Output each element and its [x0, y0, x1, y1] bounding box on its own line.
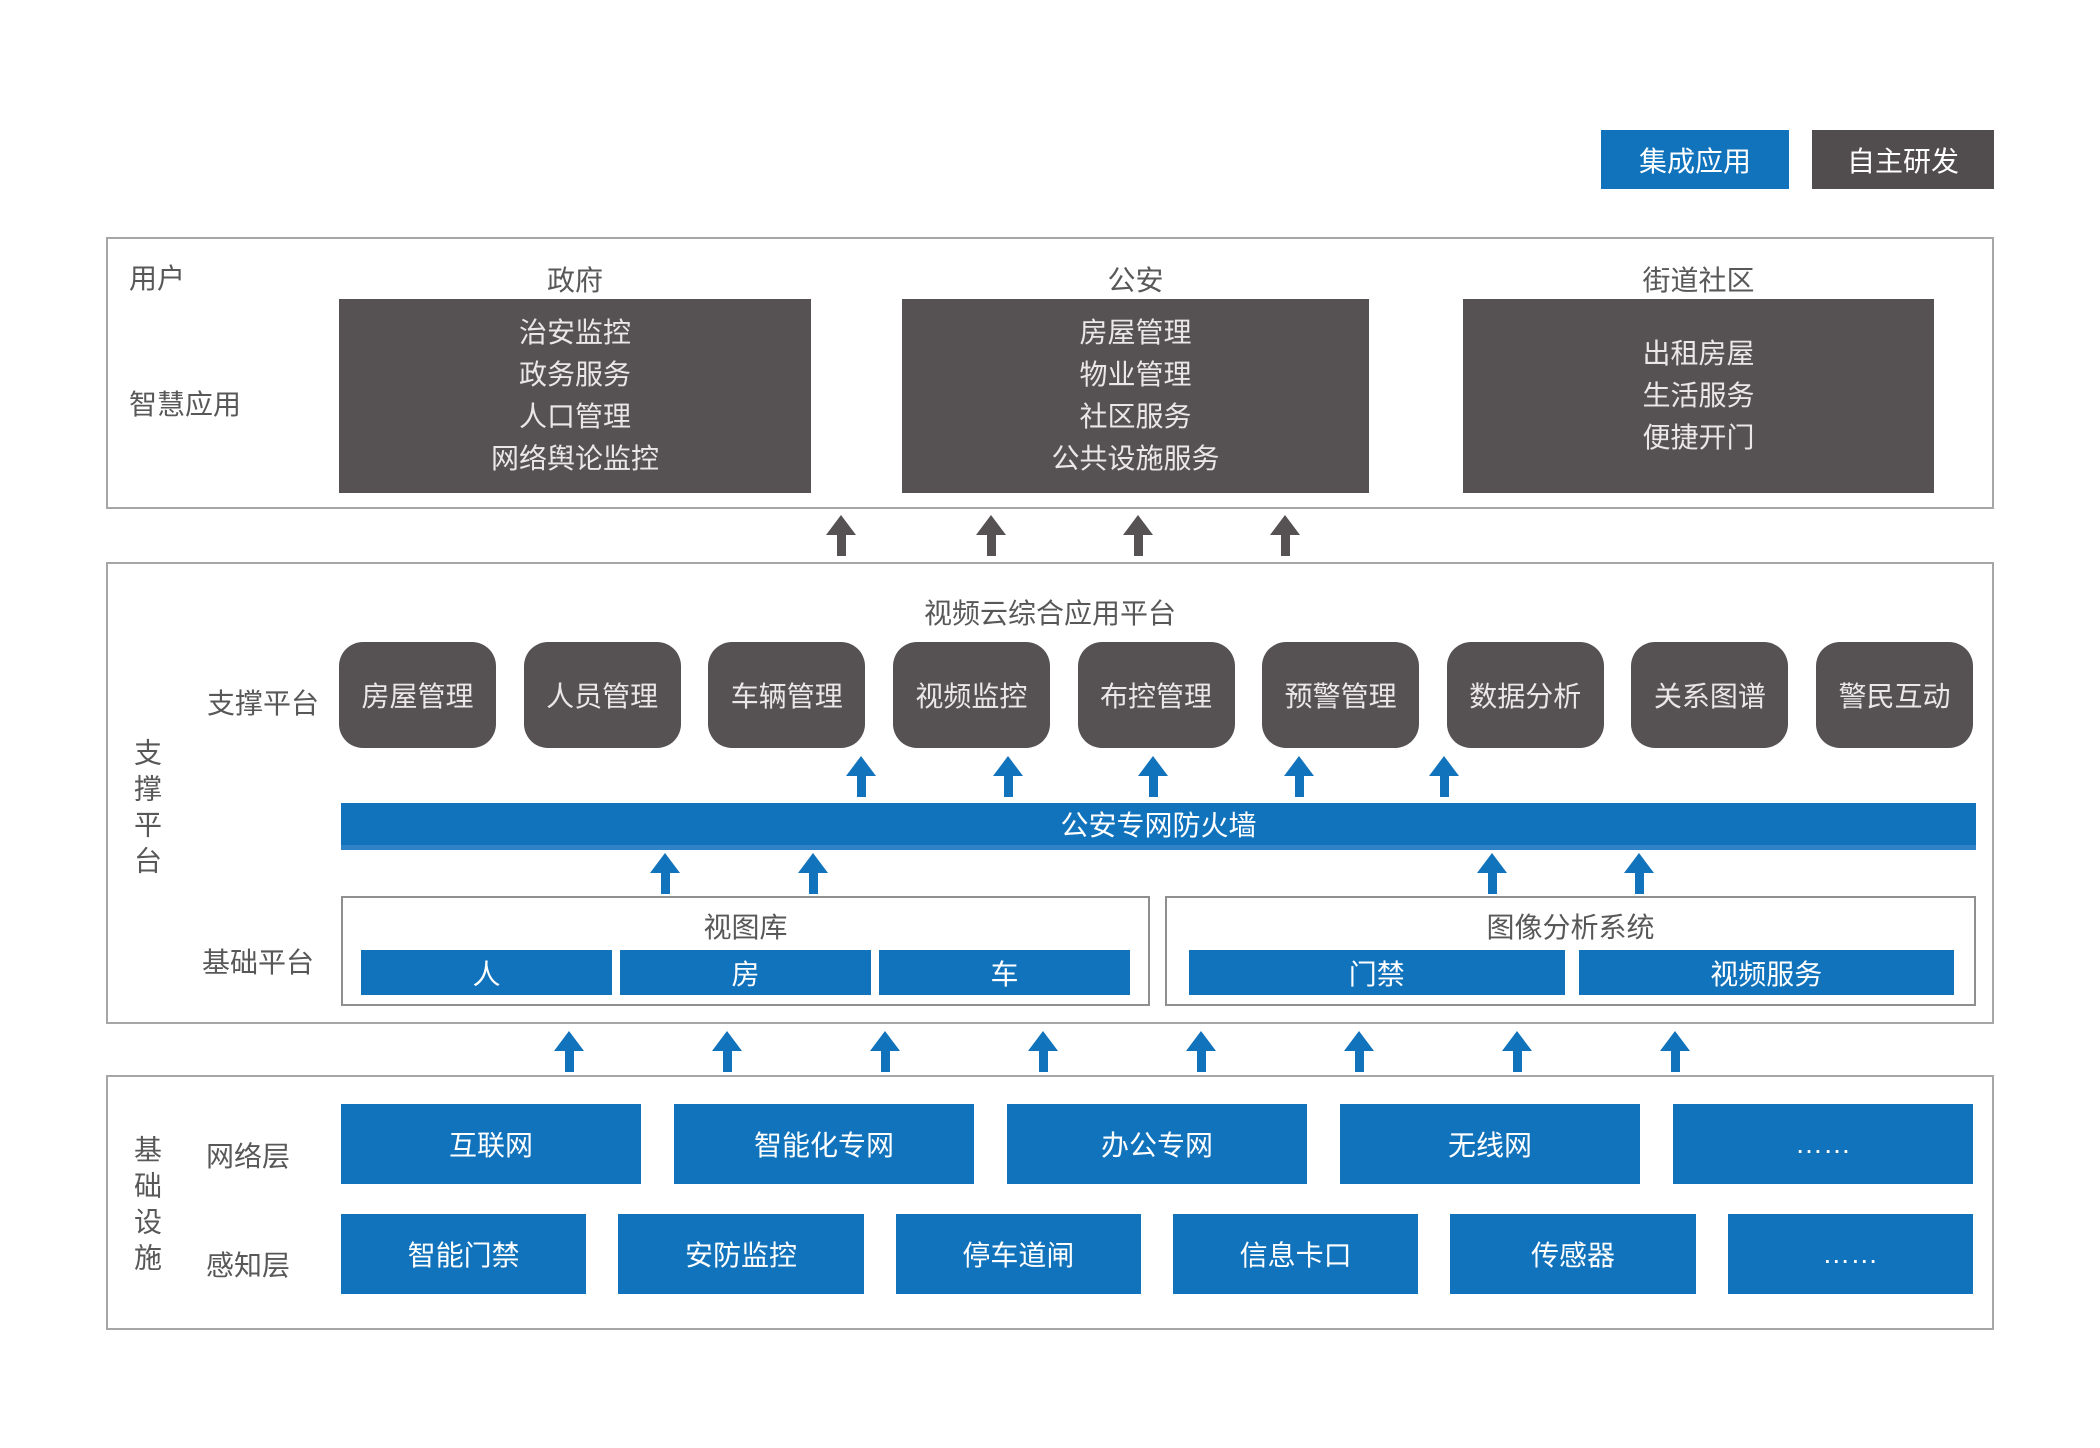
up-arrow-icon [1186, 1031, 1216, 1072]
legend-self-developed: 自主研发 [1812, 130, 1994, 189]
up-arrow-icon [1477, 853, 1507, 894]
user-row-label: 用户 [129, 263, 186, 294]
app-box-community: 出租房屋 生活服务 便捷开门 [1463, 299, 1934, 493]
network-box-ellipsis: …… [1673, 1104, 1973, 1184]
up-arrow-icon [1270, 515, 1300, 556]
infra-side-label: 基础设施 [131, 1135, 162, 1279]
view-library-cell-car: 车 [879, 950, 1130, 995]
app-line: 房屋管理 [1079, 317, 1192, 348]
up-arrow-icon [993, 756, 1023, 797]
perception-box-parking: 停车道闸 [895, 1214, 1141, 1294]
infra-section: 基础设施 网络层 互联网 智能化专网 办公专网 无线网 …… 感知层 智能门禁 … [106, 1075, 1994, 1330]
up-arrow-icon [1429, 756, 1459, 797]
module-box-analysis: 数据分析 [1446, 642, 1604, 748]
image-analysis-box: 图像分析系统 门禁 视频服务 [1165, 896, 1976, 1006]
network-box-office-net: 办公专网 [1007, 1104, 1307, 1184]
column-header-police: 公安 [1107, 265, 1164, 296]
app-line: 社区服务 [1079, 401, 1192, 432]
app-box-government: 治安监控 政务服务 人口管理 网络舆论监控 [339, 299, 811, 493]
view-library-cell-person: 人 [361, 950, 612, 995]
module-box-relation: 关系图谱 [1631, 642, 1789, 748]
up-arrow-icon [1123, 515, 1153, 556]
perception-box-ellipsis: …… [1727, 1214, 1973, 1294]
perception-box-access: 智能门禁 [341, 1214, 587, 1294]
up-arrow-icon [1624, 853, 1654, 894]
legend-integrated-app: 集成应用 [1601, 130, 1789, 189]
support-section: 视频云综合应用平台 支撑平台 支撑平台 房屋管理 人员管理 车辆管理 视频监控 … [106, 562, 1994, 1024]
app-line: 出租房屋 [1642, 338, 1755, 369]
up-arrow-icon [1660, 1031, 1690, 1072]
perception-box-sensor: 传感器 [1450, 1214, 1696, 1294]
app-line: 治安监控 [518, 317, 631, 348]
smart-apps-row-label: 智慧应用 [129, 389, 242, 420]
app-box-police: 房屋管理 物业管理 社区服务 公共设施服务 [902, 299, 1369, 493]
up-arrow-icon [870, 1031, 900, 1072]
app-line: 政务服务 [518, 359, 631, 390]
app-line: 生活服务 [1642, 380, 1755, 411]
view-library-title: 视图库 [703, 912, 788, 943]
perception-box-checkpoint: 信息卡口 [1172, 1214, 1419, 1294]
support-platform-title: 视频云综合应用平台 [923, 598, 1176, 629]
module-box-warning: 预警管理 [1262, 642, 1420, 748]
network-box-smart-net: 智能化专网 [674, 1104, 974, 1184]
module-box-vehicle: 车辆管理 [708, 642, 866, 748]
up-arrow-icon [1028, 1031, 1058, 1072]
up-arrow-icon [846, 756, 876, 797]
module-box-personnel: 人员管理 [523, 642, 681, 748]
perception-row: 智能门禁 安防监控 停车道闸 信息卡口 传感器 …… [341, 1214, 1973, 1294]
view-library-cell-house: 房 [620, 950, 871, 995]
up-arrow-icon [826, 515, 856, 556]
view-library-cells: 人 房 车 [361, 950, 1130, 995]
up-arrow-icon [1344, 1031, 1374, 1072]
perception-box-security: 安防监控 [618, 1214, 864, 1294]
network-box-internet: 互联网 [341, 1104, 641, 1184]
module-box-housing: 房屋管理 [339, 642, 496, 748]
app-line: 网络舆论监控 [490, 443, 659, 474]
module-box-video: 视频监控 [892, 642, 1050, 748]
app-line: 人口管理 [518, 401, 631, 432]
support-row-label: 支撑平台 [206, 688, 319, 719]
up-arrow-icon [554, 1031, 584, 1072]
column-header-community: 街道社区 [1642, 265, 1755, 296]
module-box-police-citizen: 警民互动 [1816, 642, 1973, 748]
column-header-government: 政府 [546, 265, 603, 296]
view-library-box: 视图库 人 房 车 [341, 896, 1150, 1006]
perception-layer-label: 感知层 [205, 1250, 290, 1281]
image-analysis-cell-video: 视频服务 [1578, 950, 1954, 995]
base-platform-label: 基础平台 [201, 947, 314, 978]
up-arrow-icon [976, 515, 1006, 556]
support-side-label: 支撑平台 [131, 738, 162, 882]
up-arrow-icon [1138, 756, 1168, 797]
network-box-wireless: 无线网 [1340, 1104, 1640, 1184]
image-analysis-title: 图像分析系统 [1486, 912, 1655, 943]
network-row: 互联网 智能化专网 办公专网 无线网 …… [341, 1104, 1973, 1184]
user-section: 用户 智慧应用 政府 公安 街道社区 治安监控 政务服务 人口管理 网络舆论监控… [106, 237, 1994, 509]
app-line: 便捷开门 [1642, 422, 1755, 453]
app-line: 公共设施服务 [1051, 443, 1220, 474]
up-arrow-icon [798, 853, 828, 894]
app-line: 物业管理 [1079, 359, 1192, 390]
up-arrow-icon [1284, 756, 1314, 797]
image-analysis-cells: 门禁 视频服务 [1189, 950, 1954, 995]
module-row: 房屋管理 人员管理 车辆管理 视频监控 布控管理 预警管理 数据分析 关系图谱 … [339, 642, 1973, 748]
up-arrow-icon [712, 1031, 742, 1072]
up-arrow-icon [1502, 1031, 1532, 1072]
firewall-bar: 公安专网防火墙 [341, 803, 1976, 850]
module-box-control: 布控管理 [1077, 642, 1235, 748]
image-analysis-cell-access: 门禁 [1189, 950, 1565, 995]
up-arrow-icon [650, 853, 680, 894]
network-layer-label: 网络层 [205, 1141, 290, 1172]
